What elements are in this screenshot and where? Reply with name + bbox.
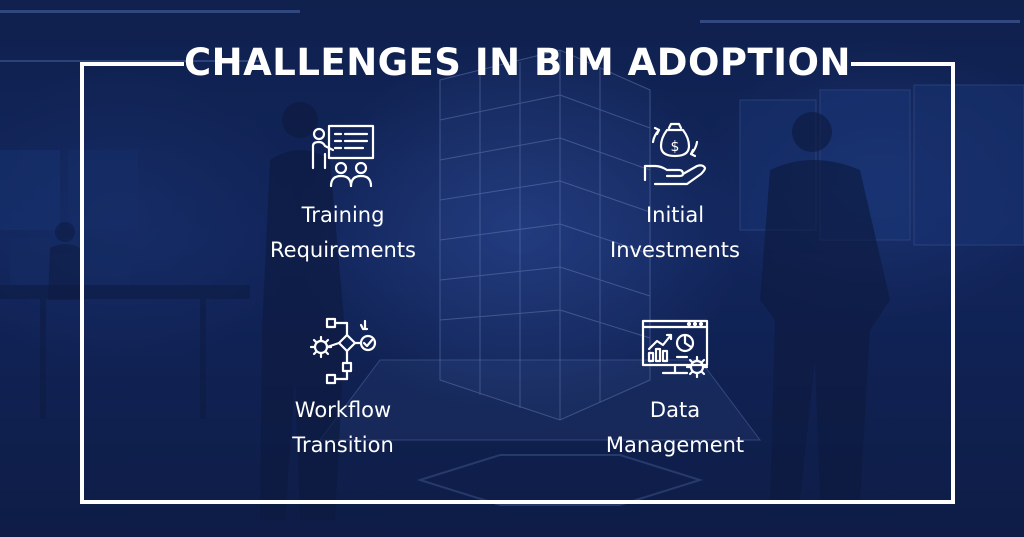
data-dashboard-icon xyxy=(641,319,709,379)
challenge-label-line1: Initial xyxy=(645,203,705,227)
challenge-workflow-transition: Workflow Transition xyxy=(233,315,453,463)
workflow-gear-icon xyxy=(309,317,377,385)
hand-money-investment-icon: $ xyxy=(643,122,707,186)
challenge-initial-investments: $ Initial Investments xyxy=(565,120,785,268)
frame-bottom-line xyxy=(80,500,955,504)
challenge-label-line2: Transition xyxy=(292,433,394,457)
challenge-label-line2: Management xyxy=(605,433,745,457)
challenge-training-requirements: Training Requirements xyxy=(233,120,453,268)
challenge-label-line1: Training xyxy=(301,203,385,227)
person-silhouette-left xyxy=(260,102,345,520)
svg-text:$: $ xyxy=(671,139,680,155)
challenge-label-line2: Requirements xyxy=(270,238,416,262)
person-silhouette-background xyxy=(48,222,82,300)
challenge-data-management: Data Management xyxy=(565,315,785,463)
frame-right-line xyxy=(951,62,955,504)
challenge-label-line1: Workflow xyxy=(294,398,392,422)
person-silhouette-right xyxy=(760,112,890,500)
frame-top-left-line xyxy=(80,62,184,66)
challenge-label-line1: Data xyxy=(649,398,701,422)
ceiling-lights xyxy=(0,10,1020,62)
frame-left-line xyxy=(80,62,84,504)
challenge-label-line2: Investments xyxy=(610,238,740,262)
presentation-training-icon xyxy=(311,124,375,188)
slide-title: CHALLENGES IN BIM ADOPTION xyxy=(184,41,851,84)
frame-top-right-line xyxy=(851,62,955,66)
floor-hexagon xyxy=(416,454,704,506)
holographic-building xyxy=(439,49,651,421)
